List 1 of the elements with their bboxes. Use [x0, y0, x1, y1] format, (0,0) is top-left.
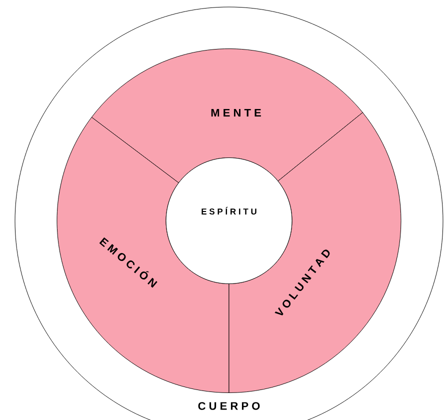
ring-segment: M E N T E: [91, 48, 363, 184]
